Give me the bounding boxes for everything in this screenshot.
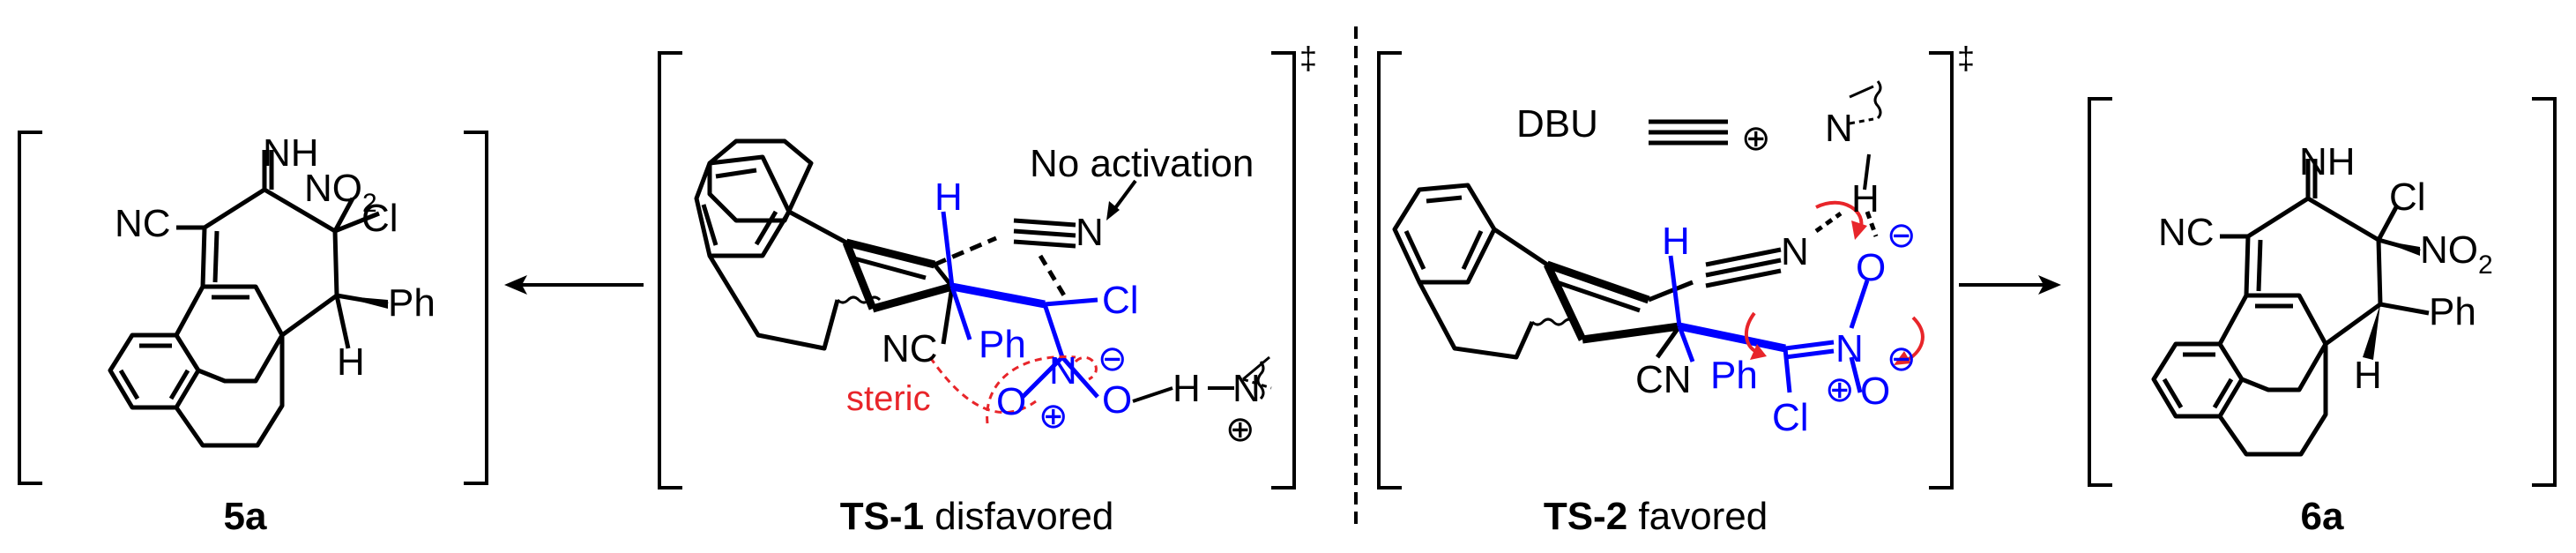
ts2: ‡	[1377, 40, 1975, 538]
arrow-to-5a	[504, 275, 644, 295]
label-ph-5a: Ph	[388, 281, 436, 325]
ts2-minus-top: ⊖	[1887, 216, 1917, 255]
label-no2-5a: NO2	[304, 167, 377, 218]
bracket-right-ts1	[1271, 51, 1296, 489]
ts1-n-amine: N	[1232, 367, 1261, 410]
ts2-h-amine: H	[1851, 177, 1880, 220]
bracket-right-5a	[464, 131, 488, 485]
ts1-plus-nitro: ⊕	[1039, 397, 1068, 436]
label-nh-5a: NH	[263, 131, 319, 175]
label-h-5a: H	[337, 340, 365, 384]
bracket-left-ts2	[1377, 51, 1402, 489]
dbu-label: DBU	[1516, 102, 1598, 146]
compound-6a: NH Cl NO2 NC Ph H 6a	[2088, 97, 2557, 538]
ts2-n-amine: N	[1825, 107, 1853, 150]
bracket-left-5a	[18, 131, 42, 485]
structure-ts1-black	[694, 138, 1272, 403]
label-ph-6a: Ph	[2429, 290, 2476, 333]
ts2-n-nitrile: N	[1781, 230, 1809, 273]
ts1-ph: Ph	[979, 323, 1026, 366]
label-cl-6a: Cl	[2389, 176, 2426, 219]
arrow-to-6a	[1959, 275, 2061, 295]
label-nh-6a: NH	[2299, 140, 2356, 183]
label-nc-5a: NC	[115, 202, 171, 245]
dagger-ts1: ‡	[1299, 40, 1317, 76]
wedge-6a	[2363, 304, 2380, 360]
bracket-right-6a	[2532, 97, 2557, 487]
structure-6a	[2151, 159, 2430, 457]
ts2-cn: CN	[1635, 358, 1692, 401]
arrowhead-no-activation	[1106, 201, 1120, 220]
no-activation-label: No activation	[1030, 142, 1254, 185]
structure-ts2-black	[1392, 80, 1882, 360]
ts2-minus-bottom: ⊖	[1887, 340, 1917, 378]
ts2-caption: TS-2 favored	[1544, 495, 1768, 538]
compound-id-6a: 6a	[2301, 495, 2344, 538]
ts1-o-left: O	[996, 380, 1026, 423]
label-h-6a: H	[2354, 354, 2382, 397]
dagger-ts2: ‡	[1957, 40, 1975, 76]
ts2-plus-nitro: ⊕	[1825, 370, 1855, 409]
ts1-cl: Cl	[1102, 279, 1139, 322]
bracket-left-ts1	[658, 51, 682, 489]
ts1-minus: ⊖	[1098, 340, 1128, 378]
compound-5a: NH NO2 Cl NC Ph H 5a	[18, 131, 488, 538]
ts1-h-blue: H	[934, 176, 963, 219]
compound-id-5a: 5a	[224, 495, 267, 538]
wedge-6a-no2	[2379, 240, 2420, 256]
bracket-left-6a	[2088, 97, 2112, 487]
bracket-right-ts2	[1929, 51, 1954, 489]
ts1-caption: TS-1 disfavored	[840, 495, 1114, 538]
label-cl-5a: Cl	[361, 197, 398, 240]
label-nc-6a: NC	[2158, 211, 2215, 254]
ts2-o-top: O	[1856, 246, 1886, 289]
ts1-h-bond: H	[1173, 367, 1201, 410]
structure-ts1-blue	[941, 211, 1099, 399]
ts2-plus-amine: ⊕	[1741, 119, 1771, 158]
ts2-ph: Ph	[1710, 354, 1758, 397]
electron-arrowheads-ts2	[1750, 220, 1911, 365]
structure-ts2-blue	[1668, 255, 1870, 393]
ts1-plus-amine: ⊕	[1225, 410, 1255, 449]
ts2-h-blue: H	[1662, 220, 1690, 263]
wedge-5a	[337, 295, 388, 309]
ts1-o-right: O	[1102, 378, 1132, 422]
steric-label: steric	[846, 379, 931, 418]
structure-5a	[108, 150, 389, 448]
label-no2-6a: NO2	[2420, 228, 2493, 280]
ts2-o-bottom: O	[1860, 370, 1890, 413]
ts2-n-nitro: N	[1835, 327, 1864, 370]
ts1: ‡	[658, 40, 1317, 538]
ts2-cl: Cl	[1772, 396, 1809, 439]
ts1-n-nitro: N	[1049, 349, 1077, 392]
steric-clash-ts1	[928, 355, 1098, 424]
ts1-n-nitrile: N	[1076, 211, 1104, 254]
ts1-nc: NC	[882, 327, 938, 370]
